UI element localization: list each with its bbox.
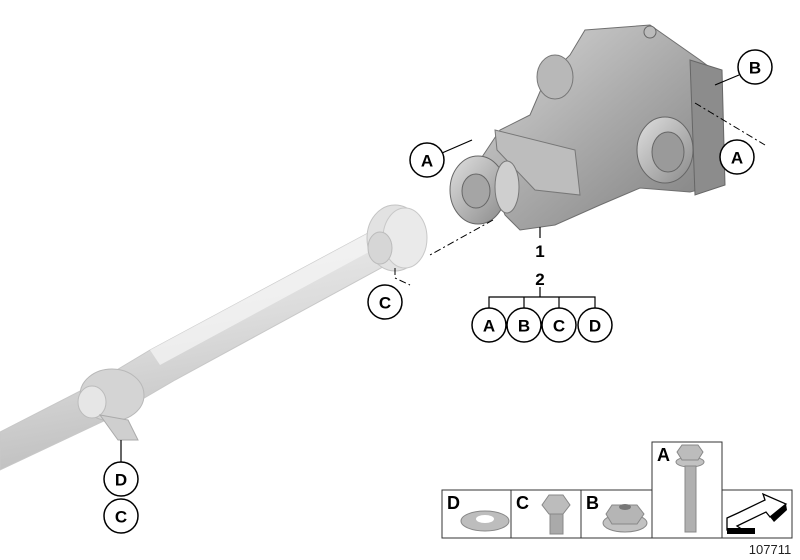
callout-A-right[interactable]: A xyxy=(719,139,755,175)
svg-text:C: C xyxy=(115,508,127,527)
panel-bolt-C[interactable]: C xyxy=(516,493,571,535)
callout-C-flange[interactable]: C xyxy=(367,284,403,320)
parts-panel: D C B A xyxy=(441,441,793,539)
driveshaft xyxy=(0,204,428,471)
panel-bolt-A[interactable]: A xyxy=(657,444,705,533)
direction-arrow-icon xyxy=(726,492,788,534)
flange-bolt-icon xyxy=(676,444,704,461)
callout-kit-B[interactable]: B xyxy=(506,307,542,343)
svg-text:A: A xyxy=(421,152,433,171)
part-number-1: 1 xyxy=(535,242,544,261)
svg-text:D: D xyxy=(447,493,460,513)
svg-text:B: B xyxy=(586,493,599,513)
callout-B-top[interactable]: B xyxy=(737,49,773,85)
part-number-2: 2 xyxy=(535,270,544,289)
svg-text:C: C xyxy=(379,294,391,313)
callout-A-left[interactable]: A xyxy=(409,142,445,178)
svg-text:B: B xyxy=(518,317,530,336)
svg-text:A: A xyxy=(657,445,670,465)
rear-differential xyxy=(449,24,726,231)
callout-D-support[interactable]: D xyxy=(103,461,139,497)
svg-text:A: A xyxy=(483,317,495,336)
center-support-bearing xyxy=(98,414,139,441)
reference-number: 107711 xyxy=(749,542,791,557)
hex-bolt-icon xyxy=(541,494,571,515)
panel-washer-D[interactable]: D xyxy=(447,493,510,532)
svg-text:C: C xyxy=(553,317,565,336)
callout-kit-D[interactable]: D xyxy=(577,307,613,343)
svg-text:D: D xyxy=(589,317,601,336)
panel-nut-B[interactable]: B xyxy=(586,493,648,533)
svg-text:B: B xyxy=(749,59,761,78)
callout-kit-C[interactable]: C xyxy=(541,307,577,343)
svg-text:D: D xyxy=(115,471,127,490)
svg-text:A: A xyxy=(731,149,743,168)
callout-kit-A[interactable]: A xyxy=(471,307,507,343)
svg-text:C: C xyxy=(516,493,529,513)
callout-C-support[interactable]: C xyxy=(103,498,139,534)
